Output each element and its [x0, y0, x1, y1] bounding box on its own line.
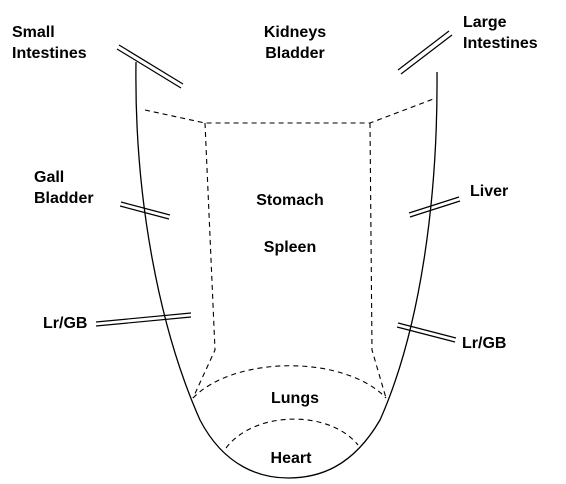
zone-top-boundary: [145, 98, 436, 123]
label-bladder: Bladder: [240, 43, 350, 64]
label-stomach: Stomach: [230, 190, 350, 211]
label-gall: Gall: [34, 167, 94, 188]
label-kidneys-bladder: Kidneys Bladder: [240, 22, 350, 64]
heart-boundary: [226, 419, 358, 448]
leader-lr-gb-left: [96, 313, 191, 326]
label-small: Small: [12, 22, 87, 43]
leader-small-intestines: [117, 45, 183, 88]
label-lr-gb-left: Lr/GB: [43, 313, 87, 334]
label-lungs: Lungs: [240, 388, 350, 409]
label-spleen: Spleen: [230, 237, 350, 258]
label-intestines-right: Intestines: [463, 33, 538, 54]
zone-left-boundary: [193, 123, 215, 398]
tongue-outline: [136, 62, 437, 478]
label-small-intestines: Small Intestines: [12, 22, 87, 64]
label-large: Large: [463, 12, 538, 33]
label-gall-bladder: Gall Bladder: [34, 167, 94, 209]
label-heart: Heart: [236, 448, 346, 469]
label-lr-gb-right: Lr/GB: [462, 333, 506, 354]
leader-lr-gb-right: [397, 323, 456, 342]
label-bladder-left: Bladder: [34, 188, 94, 209]
leader-large-intestines: [398, 31, 452, 74]
label-liver: Liver: [470, 181, 508, 202]
zone-right-boundary: [370, 123, 386, 398]
label-large-intestines: Large Intestines: [463, 12, 538, 54]
label-intestines: Intestines: [12, 43, 87, 64]
label-kidneys: Kidneys: [240, 22, 350, 43]
leader-liver: [409, 197, 460, 217]
